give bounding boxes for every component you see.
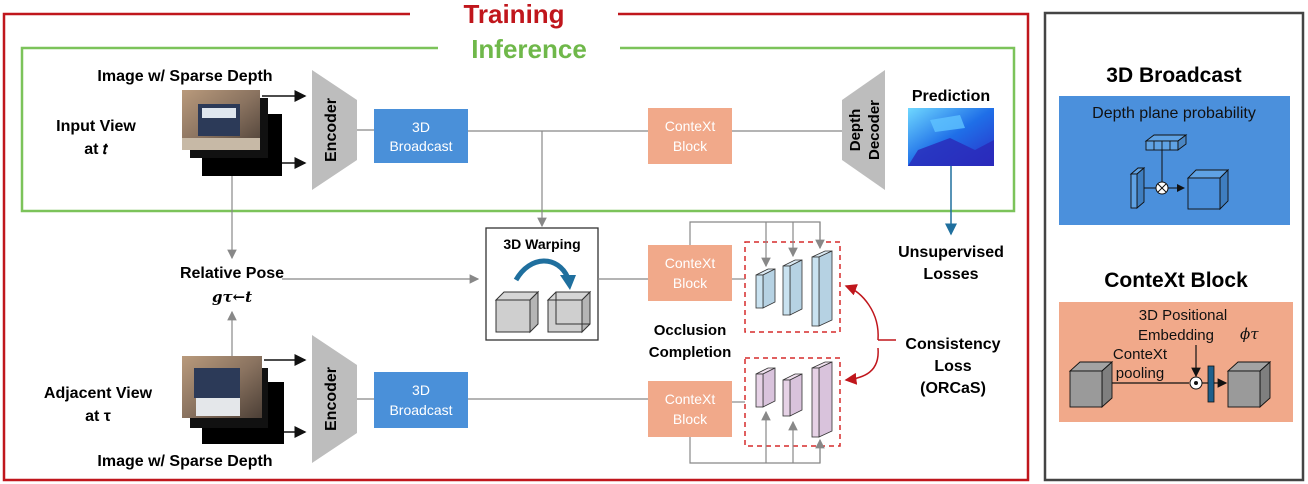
unsupervised-line1: Unsupervised [898, 244, 1004, 261]
side-pool-line1: ConteXt [1113, 346, 1168, 363]
consistency-line3: (ORCaS) [920, 380, 986, 397]
adjacent-view-time: at τ [85, 408, 111, 425]
training-title: Training [463, 0, 564, 29]
top-encoder-label: Encoder [323, 98, 340, 162]
warp-cube-right [546, 290, 592, 334]
bottom-broadcast-box: 3D Broadcast [374, 372, 468, 428]
probability-grid [1144, 134, 1188, 151]
side-pos-line2: Embedding [1138, 327, 1214, 344]
top-input-image [182, 90, 282, 176]
side-context-title: ConteXt Block [1104, 269, 1248, 292]
relative-pose-label: Relative Pose [180, 265, 284, 282]
bottom-context-line1: ConteXt [665, 391, 716, 407]
prediction-image [908, 108, 994, 166]
consistency-arrows [844, 284, 896, 385]
middle-context-line1: ConteXt [665, 255, 716, 271]
top-encoder: Encoder [312, 70, 357, 190]
side-embedding-bar [1207, 365, 1215, 403]
input-view-time: at 𝑡 [84, 141, 109, 158]
side-volume-cube [1186, 168, 1230, 211]
side-broadcast-caption: Depth plane probability [1092, 105, 1256, 122]
bottom-broadcast-line2: Broadcast [389, 402, 452, 418]
top-context-box: ConteXt Block [648, 108, 732, 164]
depth-decoder: Depth Decoder [842, 70, 885, 190]
decoder-line2: Decoder [866, 100, 883, 160]
top-broadcast-line1: 3D [412, 119, 430, 135]
side-broadcast-panel: Depth plane probability [1059, 96, 1290, 225]
top-broadcast-box: 3D Broadcast [374, 109, 468, 163]
side-broadcast-title: 3D Broadcast [1106, 64, 1241, 87]
top-context-line1: ConteXt [665, 118, 716, 134]
occlusion-line1: Occlusion [654, 322, 727, 339]
adjacent-view-label: Adjacent View [44, 385, 153, 402]
bottom-input-image [182, 356, 284, 444]
pose-symbol: 𝒈τ←𝒕 [212, 288, 252, 306]
warp-cube-left [494, 290, 540, 334]
side-pos-line1: 3D Positional [1139, 307, 1227, 324]
bottom-encoder-label: Encoder [323, 367, 340, 431]
inference-frame: Inference [20, 34, 1016, 213]
inference-title: Inference [471, 34, 587, 64]
bottom-context-line2: Block [673, 411, 708, 427]
side-context-panel: 3D Positional Embedding ϕτ ConteXt pooli… [1059, 302, 1293, 422]
side-feature-slab [1129, 167, 1146, 209]
consistency-line1: Consistency [905, 336, 1000, 353]
dot-product-icon [1189, 376, 1203, 390]
bottom-feature-pyramid [689, 357, 841, 464]
top-image-label: Image w/ Sparse Depth [97, 68, 272, 85]
top-broadcast-line2: Broadcast [389, 138, 452, 154]
occlusion-line2: Completion [649, 344, 732, 361]
middle-context-line2: Block [673, 275, 708, 291]
middle-context-box: ConteXt Block [648, 245, 732, 301]
consistency-line2: Loss [934, 358, 971, 375]
outer-product-icon [1155, 181, 1169, 195]
bottom-image-label: Image w/ Sparse Depth [97, 453, 272, 470]
bottom-encoder: Encoder [312, 335, 357, 463]
warping-title: 3D Warping [503, 236, 580, 252]
warping-box: 3D Warping [485, 227, 599, 341]
side-output-cube [1226, 360, 1272, 409]
side-input-cube [1068, 360, 1114, 409]
top-feature-pyramid [689, 221, 841, 333]
input-view-label: Input View [56, 118, 136, 135]
side-pos-symbol: ϕτ [1240, 325, 1259, 343]
training-frame: Training [2, 0, 1030, 482]
side-panel: 3D Broadcast Depth plane probability [1043, 11, 1305, 482]
top-context-line2: Block [673, 138, 708, 154]
side-pool-line2: pooling [1116, 365, 1164, 382]
prediction-label: Prediction [912, 88, 990, 105]
unsupervised-line2: Losses [923, 266, 978, 283]
decoder-line1: Depth [847, 109, 864, 152]
bottom-broadcast-line1: 3D [412, 382, 430, 398]
bottom-context-box: ConteXt Block [648, 381, 732, 437]
